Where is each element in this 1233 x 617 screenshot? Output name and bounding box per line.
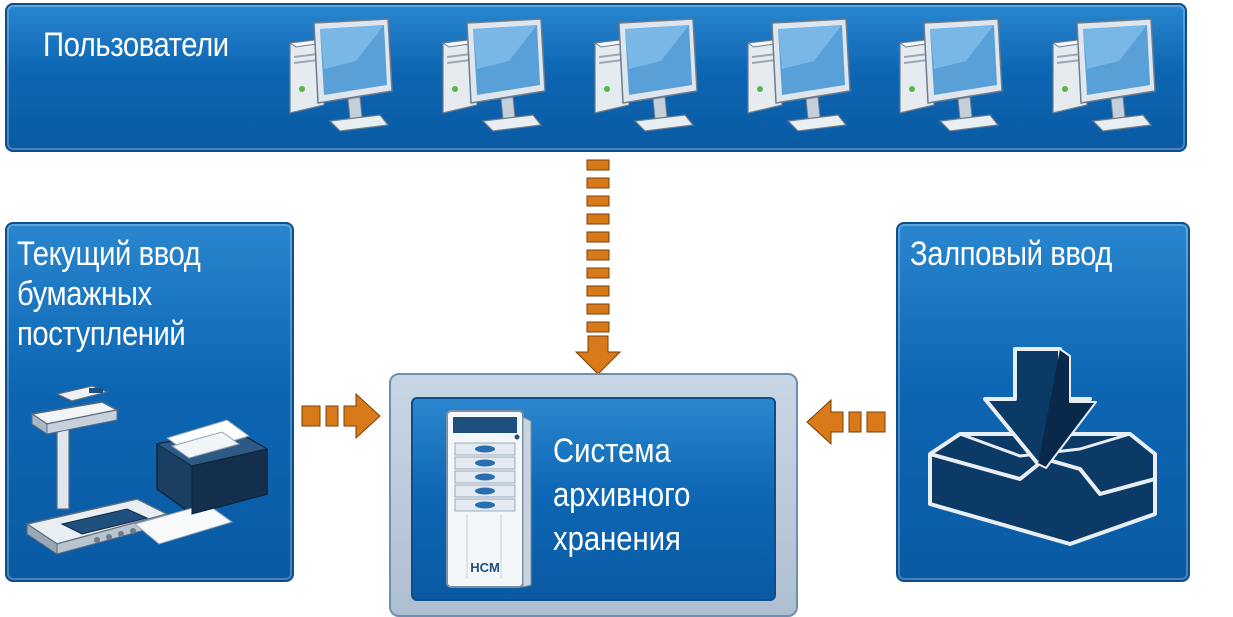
- users-to-archive-arrow: [574, 159, 622, 375]
- computer-icon: [742, 17, 854, 133]
- hall-input-title: Залповый ввод: [910, 235, 1112, 273]
- computer-icon: [1047, 17, 1159, 133]
- paper-title-line-3: поступлений: [17, 315, 186, 353]
- inbox-download-icon: [928, 347, 1157, 546]
- paper-title-line-1: Текущий ввод: [17, 235, 201, 273]
- paper-title-line-2: бумажных: [17, 275, 152, 313]
- computer-icon: [437, 17, 549, 133]
- users-panel: Пользователи: [5, 3, 1187, 152]
- server-label: HCM: [470, 560, 500, 575]
- archive-title: Система архивного хранения: [553, 429, 690, 561]
- users-title: Пользователи: [43, 26, 229, 64]
- hall-to-archive-arrow: [806, 398, 886, 446]
- paper-to-archive-arrow: [301, 392, 381, 440]
- scanner-icon: [25, 385, 269, 555]
- paper-input-title: Текущий ввод бумажных поступлений: [17, 234, 201, 354]
- computer-icon: [284, 17, 396, 133]
- archive-system-panel: HCM Система архивного хранения: [411, 397, 776, 601]
- hall-input-panel: Залповый ввод: [896, 222, 1190, 582]
- archive-title-line-2: архивного: [553, 476, 691, 514]
- archive-title-line-1: Система: [553, 432, 671, 470]
- archive-system-frame: HCM Система архивного хранения: [389, 373, 798, 617]
- paper-input-panel: Текущий ввод бумажных поступлений: [5, 222, 294, 582]
- computer-icon: [589, 17, 701, 133]
- computer-icon: [894, 17, 1006, 133]
- server-icon: HCM: [446, 410, 532, 588]
- archive-title-line-3: хранения: [553, 520, 681, 558]
